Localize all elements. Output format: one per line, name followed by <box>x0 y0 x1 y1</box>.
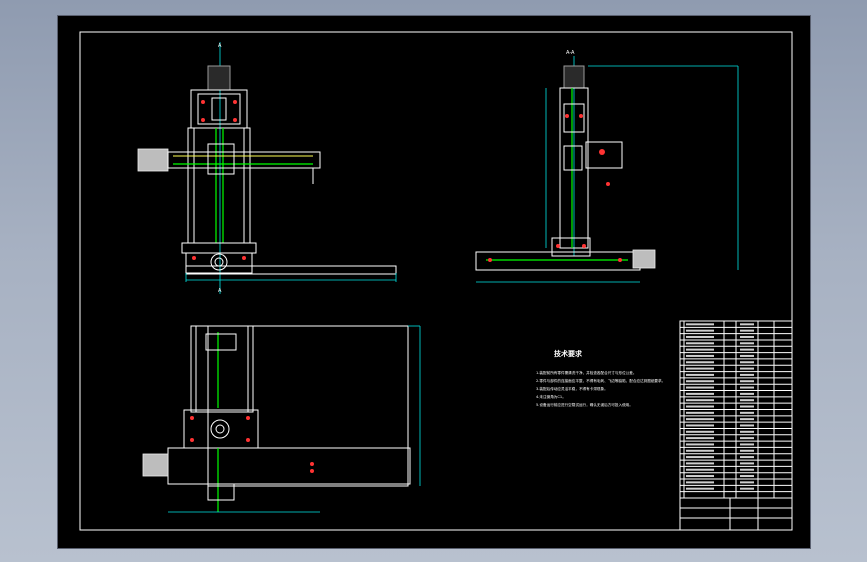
section-mark-side: A-A <box>566 50 575 56</box>
cad-drawing-canvas: A A A-A <box>79 31 793 531</box>
title-block <box>679 497 793 531</box>
tech-note-4: 4.未注倒角为C1。 <box>536 394 566 399</box>
parts-list-table <box>679 320 793 499</box>
drawing-sheet: A A A-A <box>57 15 811 549</box>
tech-note-1: 1.装配前所有零件需清洗干净，并检查各配合尺寸与形位公差。 <box>536 370 636 375</box>
top-view <box>142 325 421 513</box>
section-mark-top: A <box>218 43 222 49</box>
side-view: A-A <box>475 50 739 283</box>
section-mark-bottom: A <box>218 288 222 294</box>
tech-note-2: 2.零件与部件的连接面应平整，不得有毛刺、飞边等缺陷，配合应达到图纸要求。 <box>536 378 665 383</box>
tech-requirements-title: 技术要求 <box>554 349 583 358</box>
tech-note-3: 3.装配后传动应灵活平稳，不得有卡滞现象。 <box>536 386 608 391</box>
drawing-frame <box>79 31 793 531</box>
tech-note-5: 5.设备运行前应进行空载试运行，确认无误后方可投入使用。 <box>536 402 633 407</box>
front-view: A A <box>137 42 397 294</box>
tech-requirements: 技术要求 1.装配前所有零件需清洗干净，并检查各配合尺寸与形位公差。 2.零件与… <box>536 349 665 407</box>
